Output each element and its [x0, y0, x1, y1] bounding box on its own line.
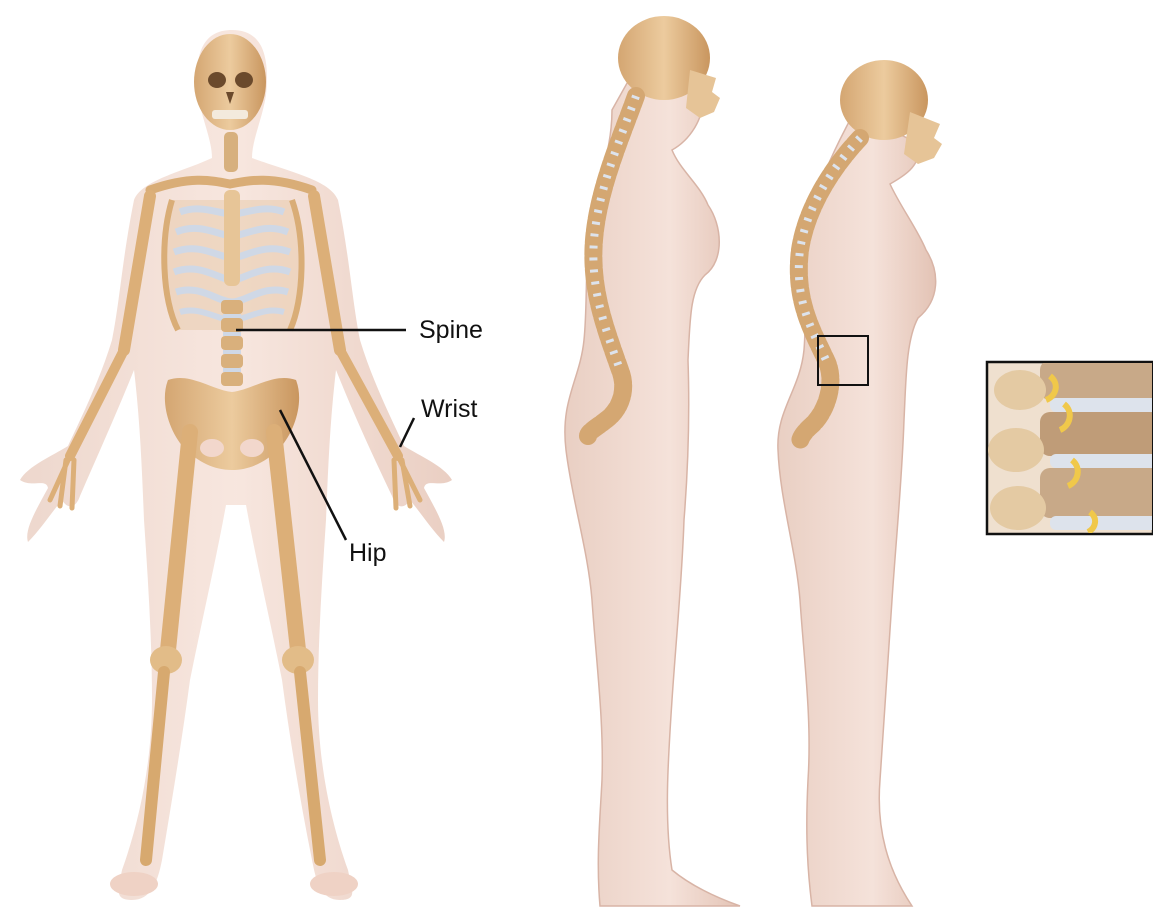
wrist-leader-line	[400, 418, 414, 447]
facet-1	[994, 370, 1046, 410]
left-foot	[110, 872, 158, 896]
vertebrae-inset	[987, 360, 1153, 534]
vertebral-body-3	[1040, 468, 1153, 518]
vertebral-body-2	[1040, 412, 1153, 456]
facet-3	[990, 486, 1046, 530]
wrist-label: Wrist	[421, 397, 477, 422]
side-figure-normal	[565, 16, 740, 906]
front-figure	[20, 30, 452, 900]
right-foot	[310, 872, 358, 896]
facet-2	[988, 428, 1044, 472]
obturator-left	[200, 439, 224, 457]
sternum	[224, 190, 240, 286]
normal-body-silhouette	[565, 60, 740, 906]
side-figure-kyphotic	[778, 60, 942, 906]
eye-socket-right	[235, 72, 253, 88]
normal-face	[686, 70, 720, 118]
jaw-teeth	[212, 110, 248, 119]
disc-2	[1050, 454, 1153, 468]
hip-label: Hip	[349, 541, 387, 566]
obturator-right	[240, 439, 264, 457]
spine-label: Spine	[419, 318, 483, 343]
kyphotic-face	[904, 112, 942, 164]
lumbar-spine	[221, 300, 243, 386]
cervical-spine	[224, 132, 238, 172]
eye-socket-left	[208, 72, 226, 88]
disc-3	[1050, 516, 1153, 530]
